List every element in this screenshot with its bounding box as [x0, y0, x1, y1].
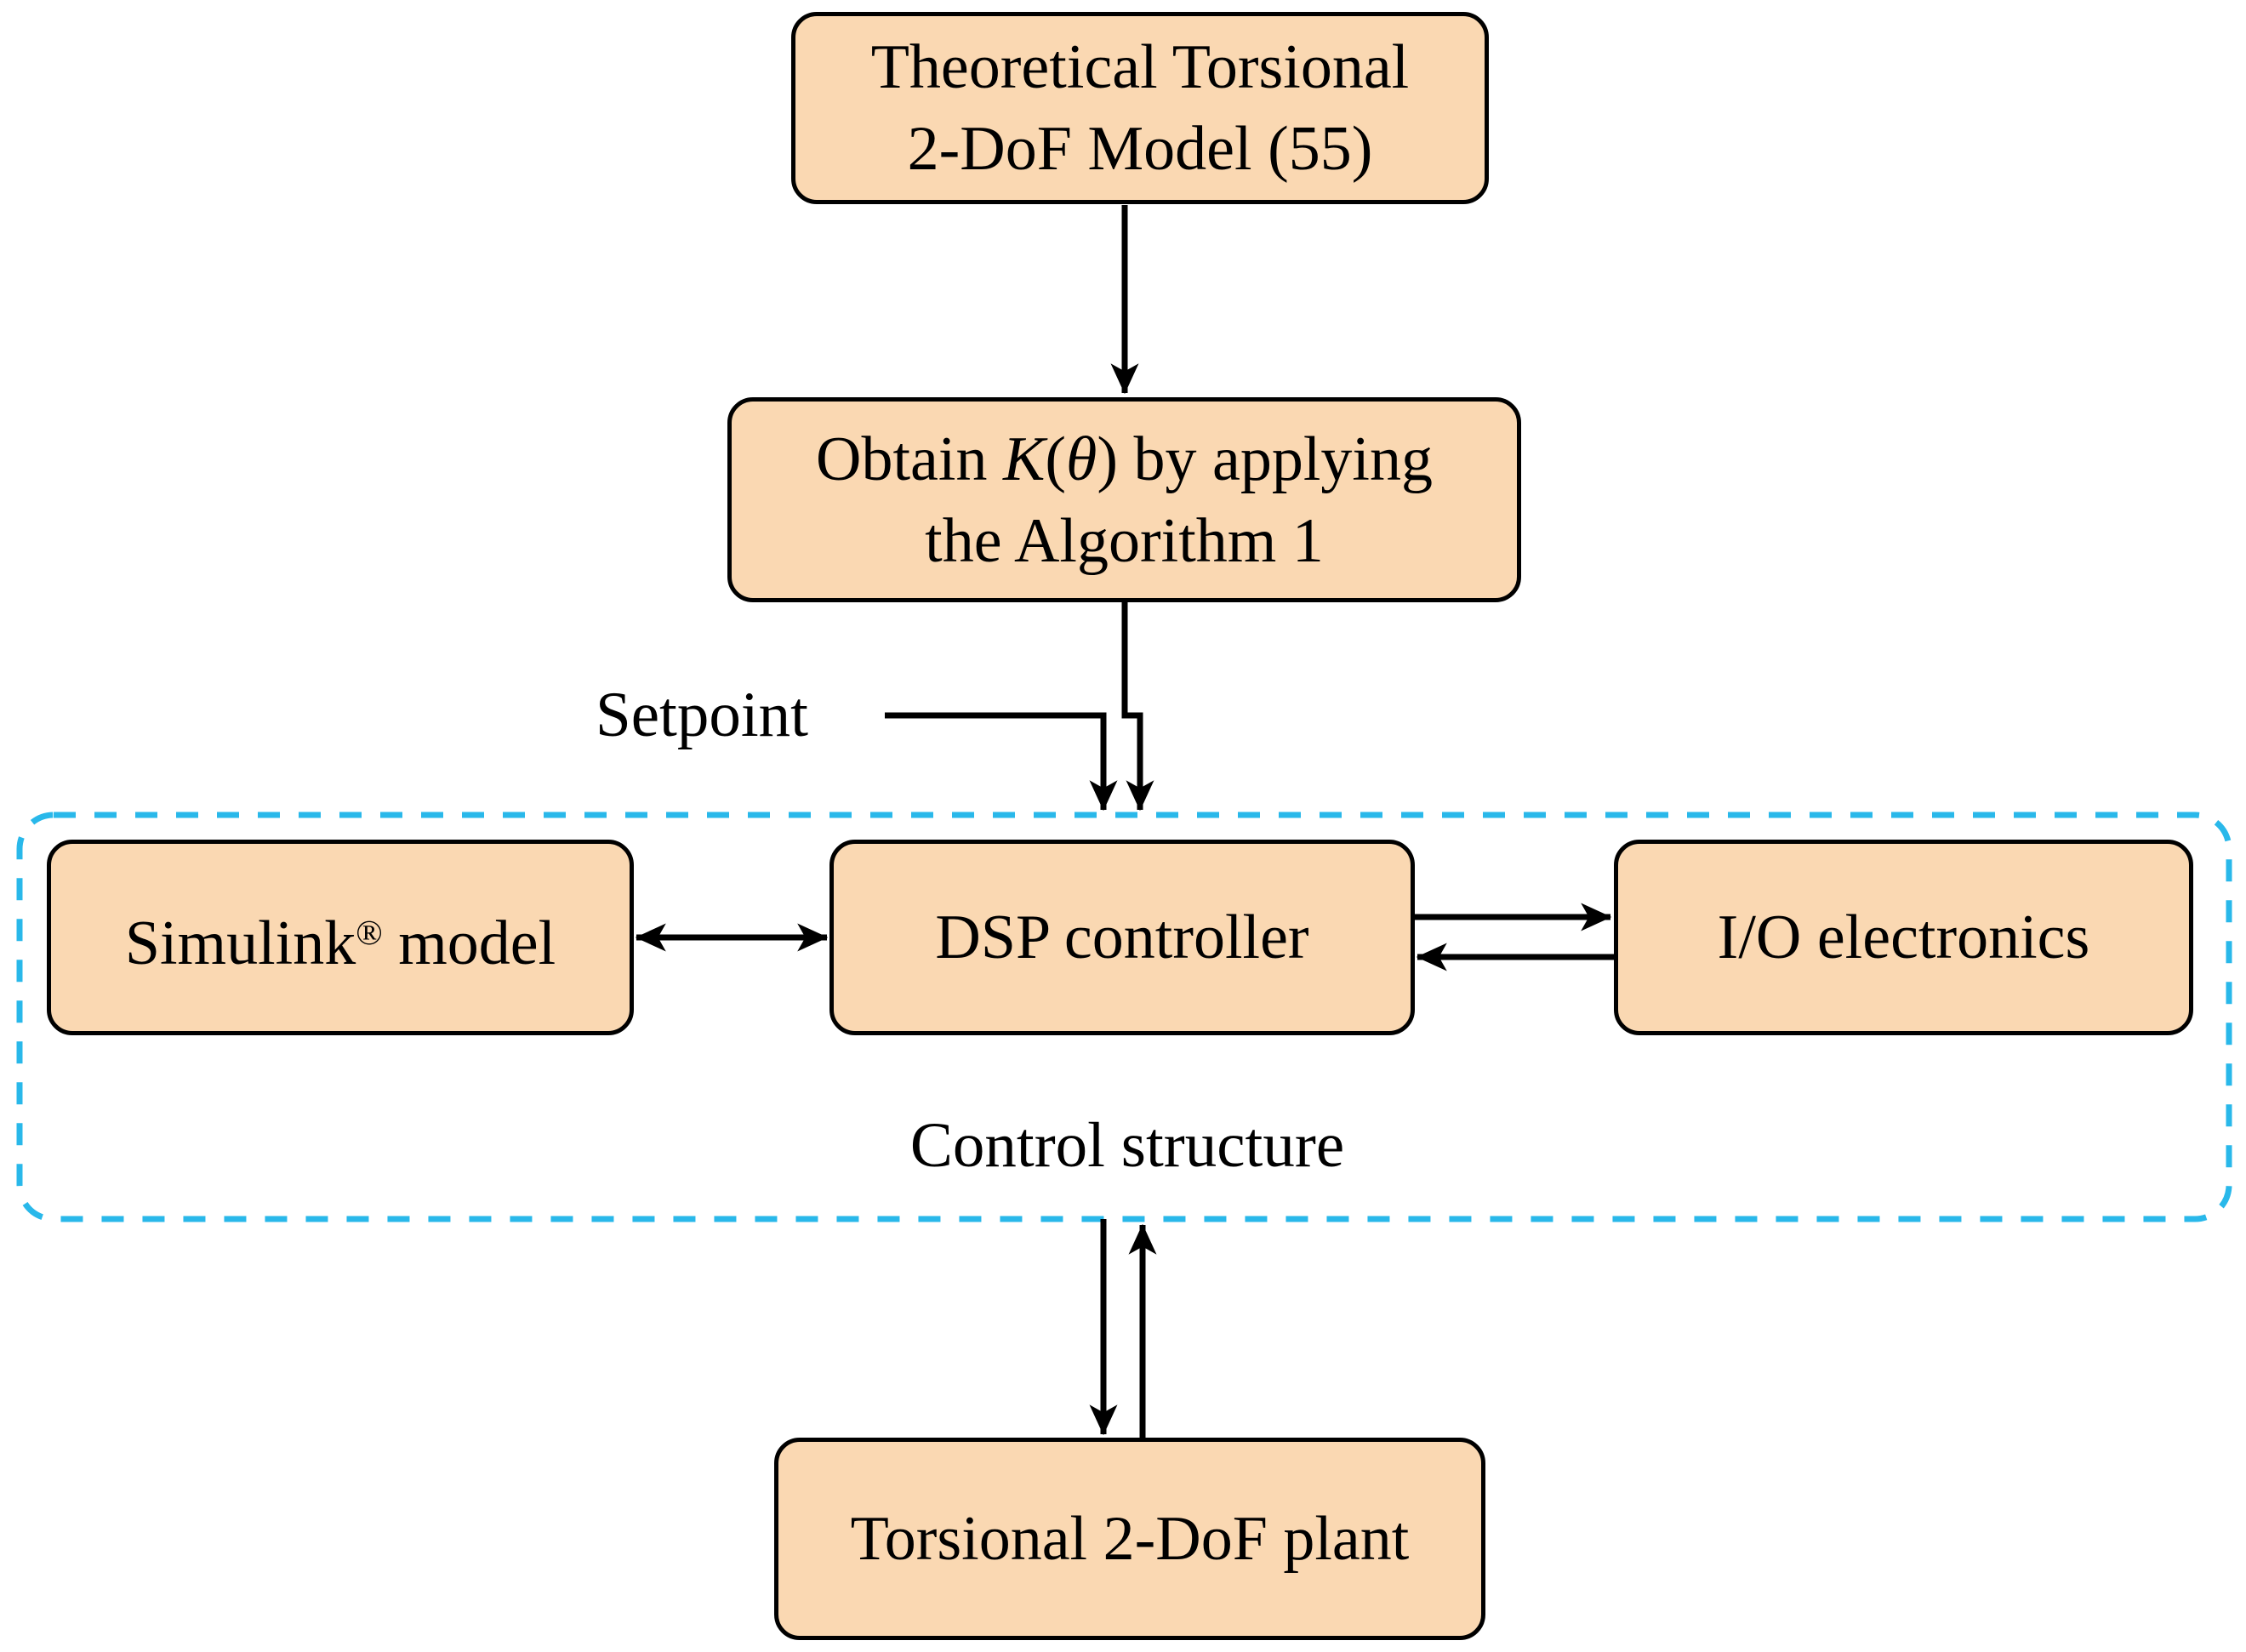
registered-trademark-icon: ® — [356, 912, 383, 952]
node-dsp-controller: DSP controller — [829, 840, 1415, 1035]
torsional-plant-label: Torsional 2-DoF plant — [850, 1504, 1410, 1574]
dsp-controller-label: DSP controller — [935, 903, 1309, 972]
arrow-obtain-to-control-structure — [1121, 602, 1154, 812]
simulink-name: Simulink — [124, 908, 356, 978]
node-obtain-k: Obtain K(θ) by applying the Algorithm 1 — [727, 397, 1521, 602]
math-paren-close: ) — [1097, 424, 1118, 494]
obtain-k-line1: Obtain K(θ) by applying — [816, 419, 1433, 500]
arrow-setpoint-to-control-structure — [885, 712, 1118, 812]
theoretical-model-line1: Theoretical Torsional — [870, 32, 1410, 102]
theoretical-model-line2: 2-DoF Model (55) — [907, 114, 1373, 184]
math-theta: θ — [1065, 424, 1097, 494]
obtain-k-line2: the Algorithm 1 — [925, 505, 1324, 576]
node-io-electronics: I/O electronics — [1614, 840, 2193, 1035]
math-var-k: K — [1002, 424, 1046, 494]
control-structure-label: Control structure — [909, 1110, 1345, 1181]
obtain-k-prefix: Obtain — [816, 424, 1003, 494]
io-electronics-label: I/O electronics — [1717, 903, 2090, 972]
node-torsional-plant: Torsional 2-DoF plant — [774, 1438, 1485, 1640]
node-simulink-model: Simulink® model — [47, 840, 634, 1035]
simulink-model-label: Simulink® model — [125, 892, 556, 984]
obtain-k-suffix: by applying — [1117, 424, 1433, 494]
setpoint-label: Setpoint — [596, 680, 809, 750]
math-paren-open: ( — [1045, 424, 1066, 494]
control-structure-boundary — [16, 812, 2232, 1222]
simulink-suffix: model — [382, 908, 556, 978]
node-theoretical-model: Theoretical Torsional 2-DoF Model (55) — [791, 12, 1489, 204]
